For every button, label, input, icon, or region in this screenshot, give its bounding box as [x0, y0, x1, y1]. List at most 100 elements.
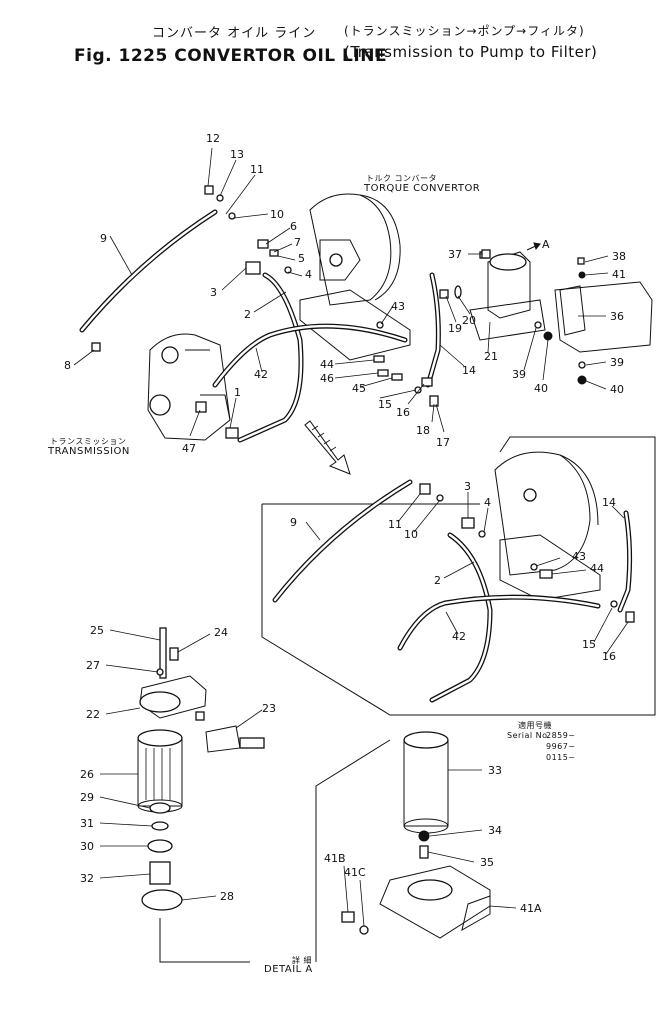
transmission-housing: [147, 333, 231, 441]
part-number: 28: [220, 890, 234, 903]
part-number: 5: [298, 252, 305, 265]
part-number: 20: [462, 314, 476, 327]
part-number: 38: [612, 250, 626, 263]
part-number: 39: [512, 368, 526, 381]
part-number: 47: [182, 442, 196, 455]
part-number: 15: [378, 398, 392, 411]
part-number: 12: [206, 132, 220, 145]
part-number: 18: [416, 424, 430, 437]
serial-value-2: 9967~: [546, 742, 576, 751]
hose-14: [425, 272, 441, 388]
serial-value-3: 0115~: [546, 753, 576, 762]
main-leaders: [73, 147, 609, 437]
part-number: 45: [352, 382, 366, 395]
title-japanese: コンバータ オイル ライン: [152, 26, 317, 41]
inset-leaders: [305, 492, 629, 655]
part-number: 42: [254, 368, 268, 381]
part-number: 22: [86, 708, 100, 721]
part-number: 7: [294, 236, 301, 249]
part-number: 23: [262, 702, 276, 715]
torque-converter-label-jp: トルク コンバータ: [366, 174, 438, 183]
serial-heading-jp: 適用号機: [518, 721, 552, 730]
part-number: 14: [462, 364, 476, 377]
arrow-a-letter: A: [542, 238, 550, 251]
part-number: 19: [448, 322, 462, 335]
figure-subtitle: (Transmission to Pump to Filter): [344, 43, 598, 61]
part-number: 21: [484, 350, 498, 363]
filter-small-parts: [141, 802, 183, 911]
part-number: 39: [610, 356, 624, 369]
part-number: 41A: [520, 902, 542, 915]
pump-bracket-assembly: [469, 251, 653, 353]
part-number: 11: [250, 163, 264, 176]
inset-frame: [261, 436, 656, 716]
part-number: 29: [80, 791, 94, 804]
part-number: 2: [244, 308, 251, 321]
part-number: 9: [290, 516, 297, 529]
part-number: 36: [610, 310, 624, 323]
part-number: 41: [612, 268, 626, 281]
torque-converter-housing: [299, 193, 411, 361]
part-number: 34: [488, 824, 502, 837]
detail-label-jp: 詳 細: [292, 956, 313, 965]
part-number: 4: [305, 268, 312, 281]
part-number: 27: [86, 659, 100, 672]
part-number: 16: [602, 650, 616, 663]
part-number: 24: [214, 626, 228, 639]
hose-42: [212, 323, 408, 388]
part-number: 17: [436, 436, 450, 449]
part-number: 37: [448, 248, 462, 261]
part-number: 35: [480, 856, 494, 869]
part-numbers-inset: 3 4 11 10 9 2 14 43 44 42 15 16: [290, 480, 616, 663]
part-number: 16: [396, 406, 410, 419]
part-number: 41B: [324, 852, 346, 865]
part-number: 43: [391, 300, 405, 313]
part-number: 10: [404, 528, 418, 541]
part-number: 25: [90, 624, 104, 637]
part-number: 9: [100, 232, 107, 245]
filter-head: [139, 627, 265, 753]
part-number: 15: [582, 638, 596, 651]
figure-title: Fig. 1225 CONVERTOR OIL LINE: [74, 46, 388, 66]
part-number: 40: [610, 383, 624, 396]
filter-element-26: [137, 729, 183, 813]
part-number: 11: [388, 518, 402, 531]
part-number: 41C: [344, 866, 366, 879]
hatched-arrow: [304, 420, 351, 475]
serial-prefix: Serial No.: [507, 731, 551, 740]
part-number: 33: [488, 764, 502, 777]
part-number: 44: [590, 562, 604, 575]
part-number: 10: [270, 208, 284, 221]
part-numbers-main: 12 13 11 10 6 7 5 4 3 2 9 8 1 42 43 44 4…: [64, 132, 626, 455]
part-numbers-detail: 33 34 35 41B 41C 41A: [324, 764, 542, 915]
part-number: 3: [464, 480, 471, 493]
part-number: 2: [434, 574, 441, 587]
part-numbers-filter: 25 24 27 22 23 26 29 31 30 32 28: [80, 624, 276, 903]
part-number: 4: [484, 496, 491, 509]
inset-converter: [494, 451, 601, 601]
part-number: 14: [602, 496, 616, 509]
part-number: 3: [210, 286, 217, 299]
torque-converter-label: TORQUE CONVERTOR: [364, 183, 481, 194]
part-number: 40: [534, 382, 548, 395]
detail-a-leaders: [343, 769, 517, 927]
detail-a-frame: [159, 739, 391, 963]
transmission-label: TRANSMISSION: [48, 446, 130, 457]
part-number: 1: [234, 386, 241, 399]
part-number: 13: [230, 148, 244, 161]
transmission-label-jp: トランスミッション: [50, 437, 127, 446]
detail-a-parts: [341, 731, 491, 939]
subtitle-japanese: (トランスミッション→ポンプ→フィルタ): [344, 24, 585, 38]
part-number: 26: [80, 768, 94, 781]
pipe-2: [237, 272, 304, 443]
inset-hoses: [272, 479, 633, 703]
detail-label: DETAIL A: [264, 964, 313, 975]
filter-leaders: [99, 629, 263, 901]
part-number: 6: [290, 220, 297, 233]
part-number: 44: [320, 358, 334, 371]
part-number: 46: [320, 372, 334, 385]
part-number: 43: [572, 550, 586, 563]
part-number: 31: [80, 817, 94, 830]
part-number: 30: [80, 840, 94, 853]
hose-9: [79, 209, 218, 333]
